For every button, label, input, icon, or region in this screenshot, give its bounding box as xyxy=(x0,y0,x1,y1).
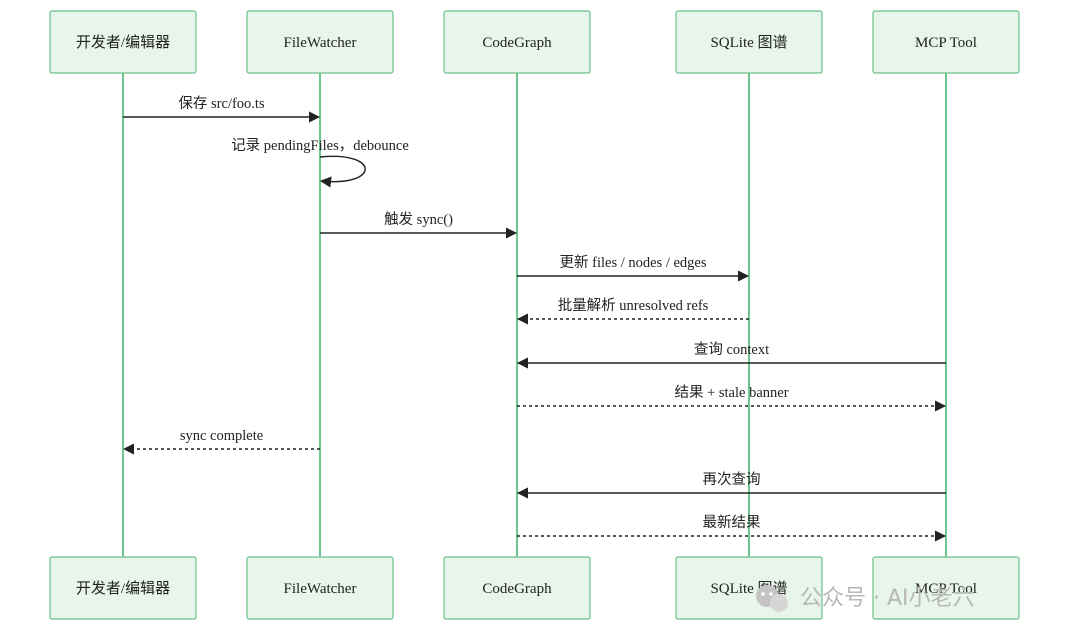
message-label: sync complete xyxy=(180,428,263,444)
participant-box xyxy=(443,556,591,620)
participant-label: MCP Tool xyxy=(915,35,977,51)
message-label: 更新 files / nodes / edges xyxy=(560,254,707,271)
participant-mcp-bottom: MCP Tool xyxy=(872,556,1020,620)
participant-sqlite-top: SQLite 图谱 xyxy=(675,10,823,74)
participant-editor-bottom: 开发者/编辑器 xyxy=(49,556,197,620)
participant-editor-top: 开发者/编辑器 xyxy=(49,10,197,74)
participant-label: 开发者/编辑器 xyxy=(76,580,170,597)
message-10: 最新结果 xyxy=(517,514,947,542)
message-label: 记录 pendingFiles，debounce xyxy=(231,137,409,154)
message-5: 批量解析 unresolved refs xyxy=(516,297,749,325)
participant-box xyxy=(246,10,394,74)
message-label: 查询 context xyxy=(694,341,769,358)
participant-codegraph-bottom: CodeGraph xyxy=(443,556,591,620)
participant-label: MCP Tool xyxy=(915,581,977,597)
watermark: 公众号 · AI小老六 xyxy=(756,585,975,612)
participant-watcher-top: FileWatcher xyxy=(246,10,394,74)
participant-box xyxy=(443,10,591,74)
participant-box xyxy=(49,556,197,620)
self-loop-arrow xyxy=(319,155,366,188)
message-1: 保存 src/foo.ts xyxy=(123,95,321,123)
message-3: 触发 sync() xyxy=(320,211,518,239)
message-label: 再次查询 xyxy=(703,471,761,488)
message-label: 最新结果 xyxy=(703,514,761,531)
message-label: 触发 sync() xyxy=(384,211,453,228)
participant-box xyxy=(872,10,1020,74)
message-label: 保存 src/foo.ts xyxy=(178,95,265,112)
participant-label: FileWatcher xyxy=(284,581,357,597)
participant-label: 开发者/编辑器 xyxy=(76,34,170,51)
participant-label: CodeGraph xyxy=(482,35,552,51)
message-6: 查询 context xyxy=(516,341,946,369)
message-7: 结果 + stale banner xyxy=(517,384,947,412)
watermark-text: 公众号 · AI小老六 xyxy=(800,586,975,611)
participant-watcher-bottom: FileWatcher xyxy=(246,556,394,620)
participant-label: SQLite 图谱 xyxy=(710,34,787,51)
participant-box xyxy=(872,556,1020,620)
participant-box xyxy=(246,556,394,620)
participant-label: FileWatcher xyxy=(284,35,357,51)
message-2: 记录 pendingFiles，debounce xyxy=(231,137,409,188)
message-9: 再次查询 xyxy=(516,471,946,499)
participant-mcp-top: MCP Tool xyxy=(872,10,1020,74)
participant-codegraph-top: CodeGraph xyxy=(443,10,591,74)
message-label: 结果 + stale banner xyxy=(674,384,788,401)
participant-box xyxy=(675,10,823,74)
participant-label: CodeGraph xyxy=(482,581,552,597)
wechat-icon xyxy=(756,585,788,612)
message-label: 批量解析 unresolved refs xyxy=(558,297,709,314)
participant-box xyxy=(49,10,197,74)
message-8: sync complete xyxy=(122,428,320,455)
message-4: 更新 files / nodes / edges xyxy=(517,254,750,282)
